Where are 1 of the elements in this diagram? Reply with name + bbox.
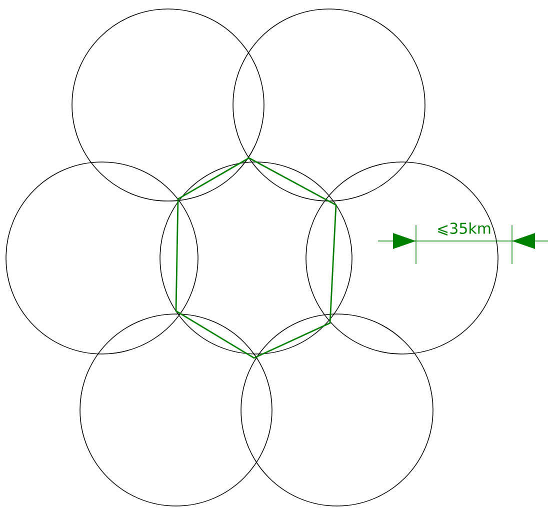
- dimension-label: ⩽35km: [438, 222, 490, 236]
